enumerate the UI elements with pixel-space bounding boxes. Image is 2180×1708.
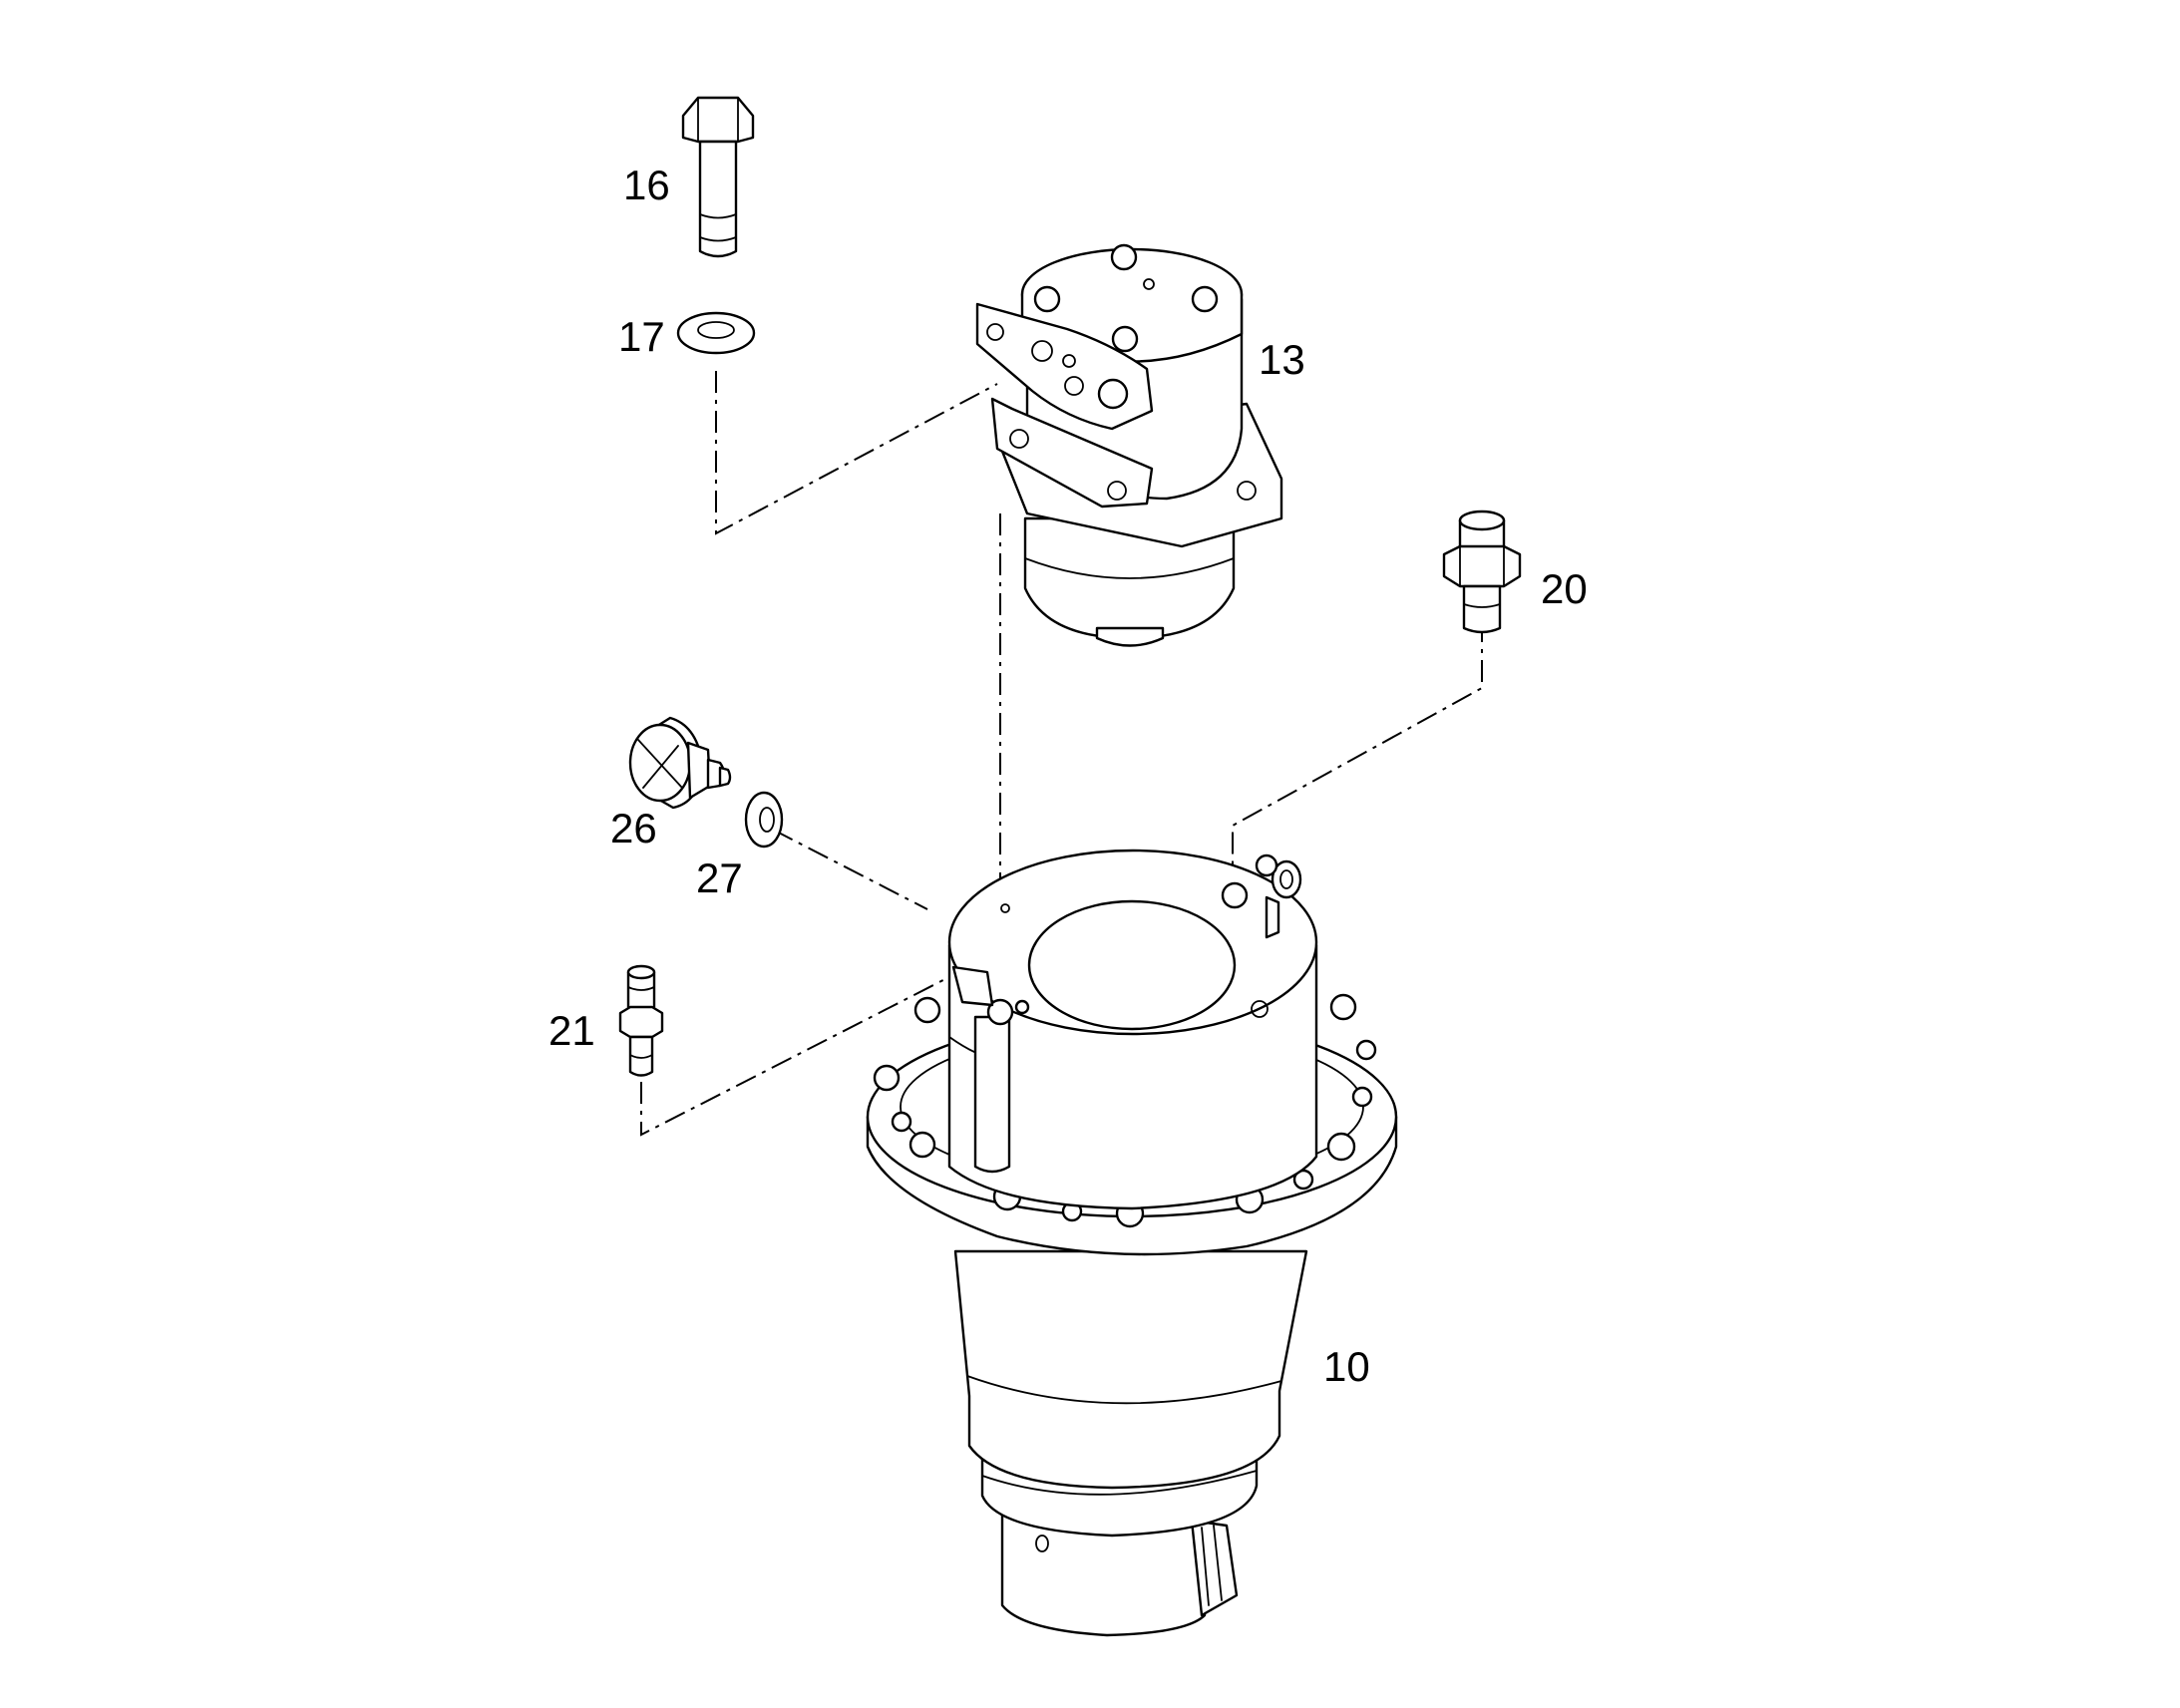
leader-27-to-10 <box>772 829 928 910</box>
washer-17 <box>676 311 756 355</box>
callout-16: 16 <box>623 162 670 208</box>
callout-17: 17 <box>618 313 665 360</box>
seal-ring-27 <box>744 791 784 849</box>
callout-20: 20 <box>1541 565 1588 612</box>
callout-26: 26 <box>610 805 657 852</box>
eye-bolt <box>1255 854 1302 939</box>
flange-bolts <box>873 993 1377 1228</box>
callout-labels: 16 17 13 20 26 27 21 10 <box>548 162 1588 1390</box>
leader-17-to-13 <box>715 371 998 535</box>
callout-10: 10 <box>1323 1343 1370 1390</box>
leader-20-to-10 <box>1232 620 1483 882</box>
gearbox-10 <box>866 849 1398 1637</box>
hydraulic-motor-13 <box>975 243 1283 647</box>
callout-13: 13 <box>1259 336 1305 383</box>
fitting-21 <box>618 964 664 1077</box>
leader-21-to-10 <box>640 941 1018 1137</box>
fitting-20 <box>1442 510 1522 634</box>
sensor-26 <box>628 716 732 810</box>
bolt-16 <box>681 96 755 258</box>
callout-21: 21 <box>548 1007 595 1054</box>
callout-27: 27 <box>696 854 743 901</box>
